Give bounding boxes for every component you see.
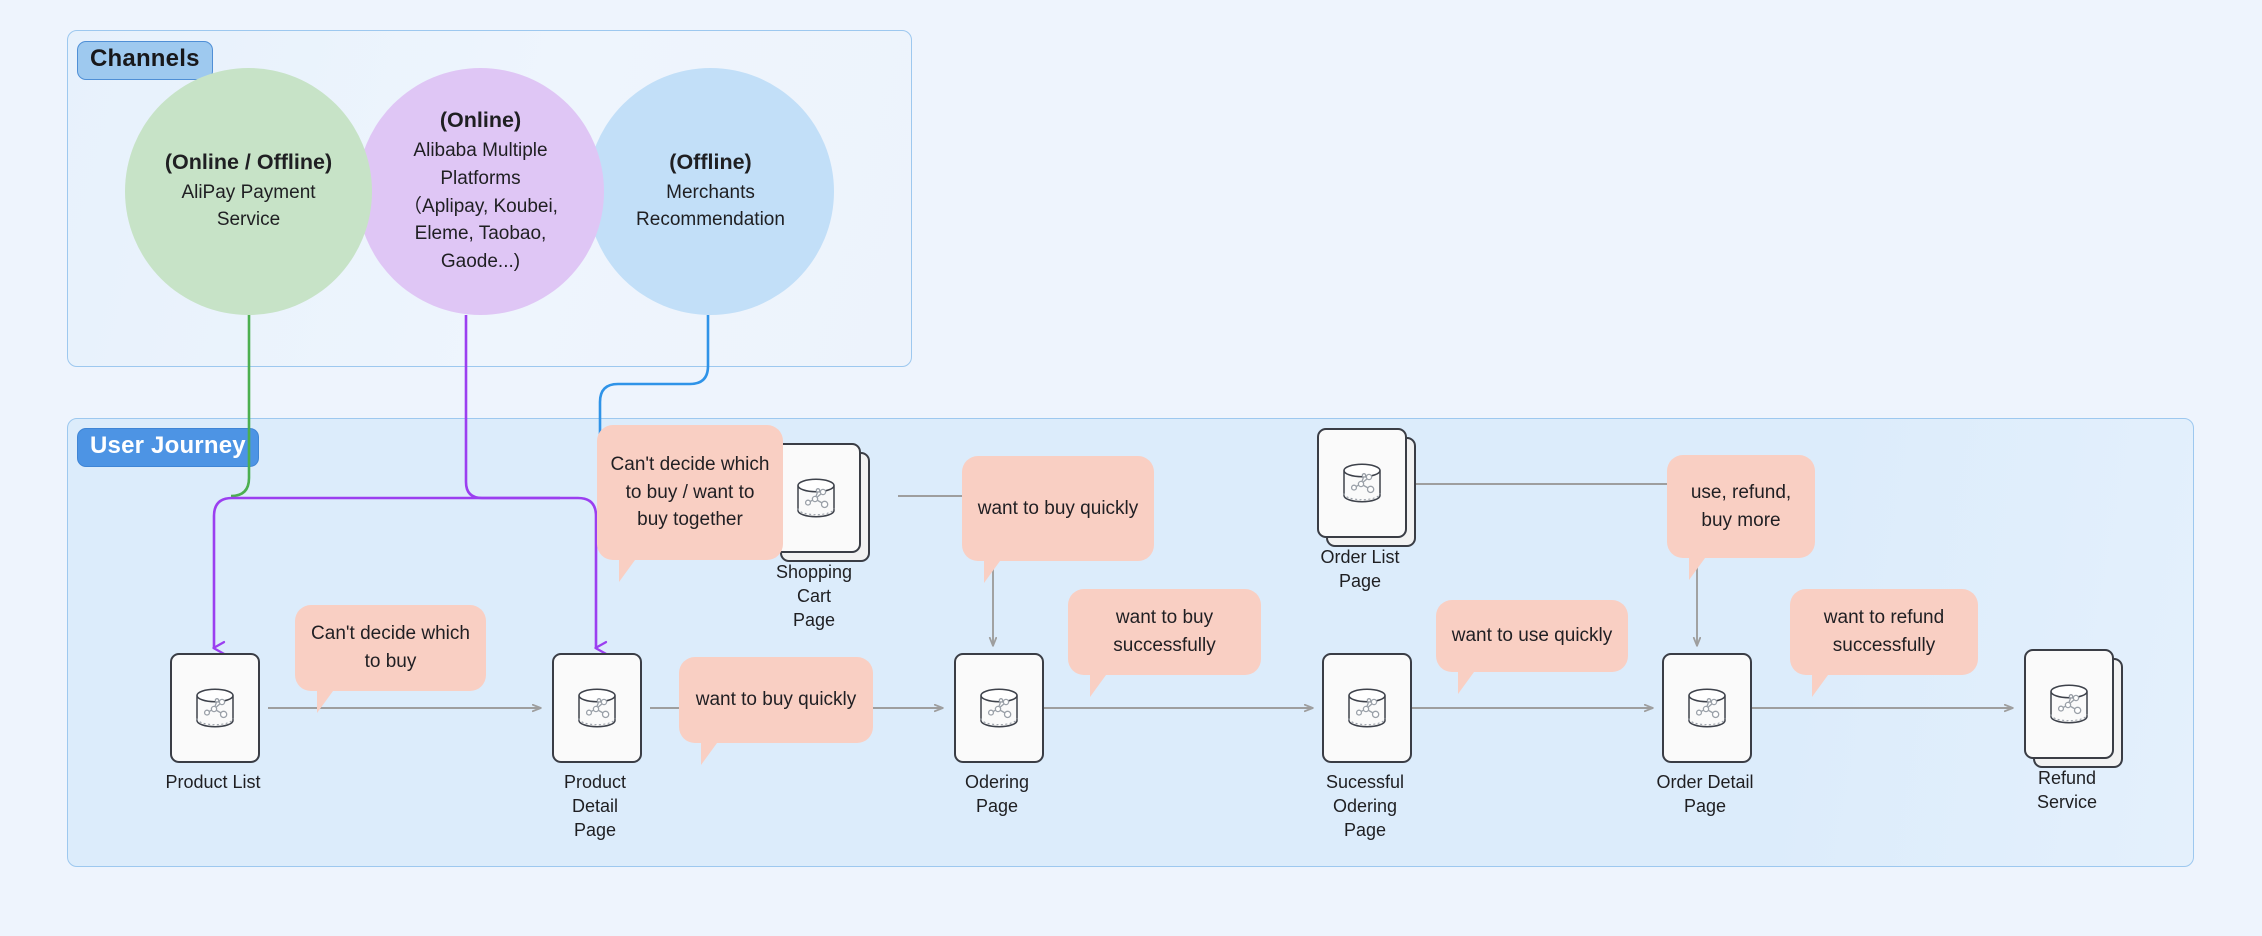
database-network-icon bbox=[2050, 684, 2088, 724]
bubble-tail bbox=[1458, 672, 1474, 694]
node-face bbox=[1317, 428, 1407, 538]
channel-circle-alipay-payment-service[interactable]: (Online / Offline) AliPay Payment Servic… bbox=[125, 68, 372, 315]
node-label: Order Detail Page bbox=[1656, 772, 1754, 816]
channel-circle-merchants-recommendation[interactable]: (Offline) Merchants Recommendation bbox=[587, 68, 834, 315]
node-label: Product List bbox=[165, 772, 261, 792]
node-card bbox=[552, 653, 642, 763]
database-network-icon bbox=[578, 688, 616, 728]
node-card bbox=[771, 443, 870, 562]
bubble-tail bbox=[701, 743, 717, 765]
bubble-want-to-buy-successfully[interactable]: want to buy successfully bbox=[1068, 589, 1261, 697]
bubble-text: Can't decide which to buy bbox=[311, 623, 470, 672]
channel-subtitle: AliPay Payment Service bbox=[181, 181, 316, 231]
bubble-text: want to refund successfully bbox=[1823, 607, 1945, 656]
channels-panel-badge: Channels bbox=[77, 41, 213, 80]
bubble-cant-decide-which-to-buy[interactable]: Can't decide which to buy bbox=[295, 605, 486, 713]
bubble-text: want to buy quickly bbox=[695, 689, 857, 711]
bubble-want-to-use-quickly[interactable]: want to use quickly bbox=[1436, 600, 1628, 694]
journey-node-order-detail-page[interactable]: Order Detail Page bbox=[1655, 653, 1755, 819]
node-face bbox=[954, 653, 1044, 763]
bubble-tail bbox=[984, 561, 1000, 583]
database-network-icon bbox=[1343, 463, 1381, 503]
database-network-icon bbox=[980, 688, 1018, 728]
node-card bbox=[954, 653, 1044, 763]
node-face bbox=[170, 653, 260, 763]
node-label: Product Detail Page bbox=[563, 772, 627, 840]
channel-title: (Online) bbox=[439, 107, 522, 132]
database-network-icon bbox=[1348, 688, 1386, 728]
node-card bbox=[170, 653, 260, 763]
node-card bbox=[2024, 649, 2123, 768]
channel-subtitle: Merchants Recommendation bbox=[636, 181, 785, 231]
bubble-text: want to buy quickly bbox=[977, 497, 1139, 519]
user-journey-panel-badge: User Journey bbox=[77, 428, 259, 467]
journey-node-refund-service[interactable]: Refund Service bbox=[2017, 649, 2123, 815]
bubble-text: Can't decide which to buy / want to buy … bbox=[610, 454, 770, 531]
node-label: Sucessful Odering Page bbox=[1325, 772, 1405, 840]
channel-circle-alibaba-multiple-platforms[interactable]: (Online) Alibaba Multiple Platforms（Apli… bbox=[357, 68, 604, 315]
channel-subtitle: Alibaba Multiple Platforms（Aplipay, Koub… bbox=[403, 139, 558, 273]
node-card bbox=[1317, 428, 1416, 547]
node-label: Order List Page bbox=[1320, 547, 1400, 591]
bubble-want-to-buy-quickly-detail[interactable]: want to buy quickly bbox=[679, 657, 873, 765]
node-label: Refund Service bbox=[2036, 768, 2098, 812]
bubble-tail bbox=[1090, 675, 1106, 697]
node-face bbox=[1322, 653, 1412, 763]
channel-title: (Offline) bbox=[669, 149, 752, 174]
channel-title: (Online / Offline) bbox=[164, 149, 333, 174]
bubble-tail bbox=[619, 560, 635, 582]
node-card bbox=[1662, 653, 1752, 763]
journey-node-product-detail-page[interactable]: Product Detail Page bbox=[545, 653, 645, 843]
node-label: Odering Page bbox=[964, 772, 1030, 816]
node-face bbox=[1662, 653, 1752, 763]
bubble-use-refund-buy-more[interactable]: use, refund, buy more bbox=[1667, 455, 1815, 580]
bubble-text: want to use quickly bbox=[1451, 625, 1613, 647]
database-network-icon bbox=[196, 688, 234, 728]
bubble-want-to-refund-successfully[interactable]: want to refund successfully bbox=[1790, 589, 1978, 697]
node-face bbox=[771, 443, 861, 553]
journey-node-odering-page[interactable]: Odering Page bbox=[947, 653, 1047, 819]
bubble-tail bbox=[1812, 675, 1828, 697]
bubble-tail bbox=[1689, 558, 1705, 580]
node-label: Shopping Cart Page bbox=[775, 562, 853, 630]
bubble-tail bbox=[317, 691, 333, 713]
node-face bbox=[2024, 649, 2114, 759]
database-network-icon bbox=[1688, 688, 1726, 728]
bubble-text: want to buy successfully bbox=[1113, 607, 1216, 656]
journey-node-order-list-page[interactable]: Order List Page bbox=[1310, 428, 1416, 594]
bubble-text: use, refund, buy more bbox=[1690, 481, 1792, 531]
database-network-icon bbox=[797, 478, 835, 518]
bubble-want-to-buy-quickly-cart[interactable]: want to buy quickly bbox=[962, 456, 1154, 583]
journey-node-product-list[interactable]: Product List bbox=[163, 653, 263, 795]
node-face bbox=[552, 653, 642, 763]
journey-node-sucessful-odering-page[interactable]: Sucessful Odering Page bbox=[1315, 653, 1415, 843]
bubble-cant-decide-or-buy-together[interactable]: Can't decide which to buy / want to buy … bbox=[597, 425, 783, 582]
node-card bbox=[1322, 653, 1412, 763]
